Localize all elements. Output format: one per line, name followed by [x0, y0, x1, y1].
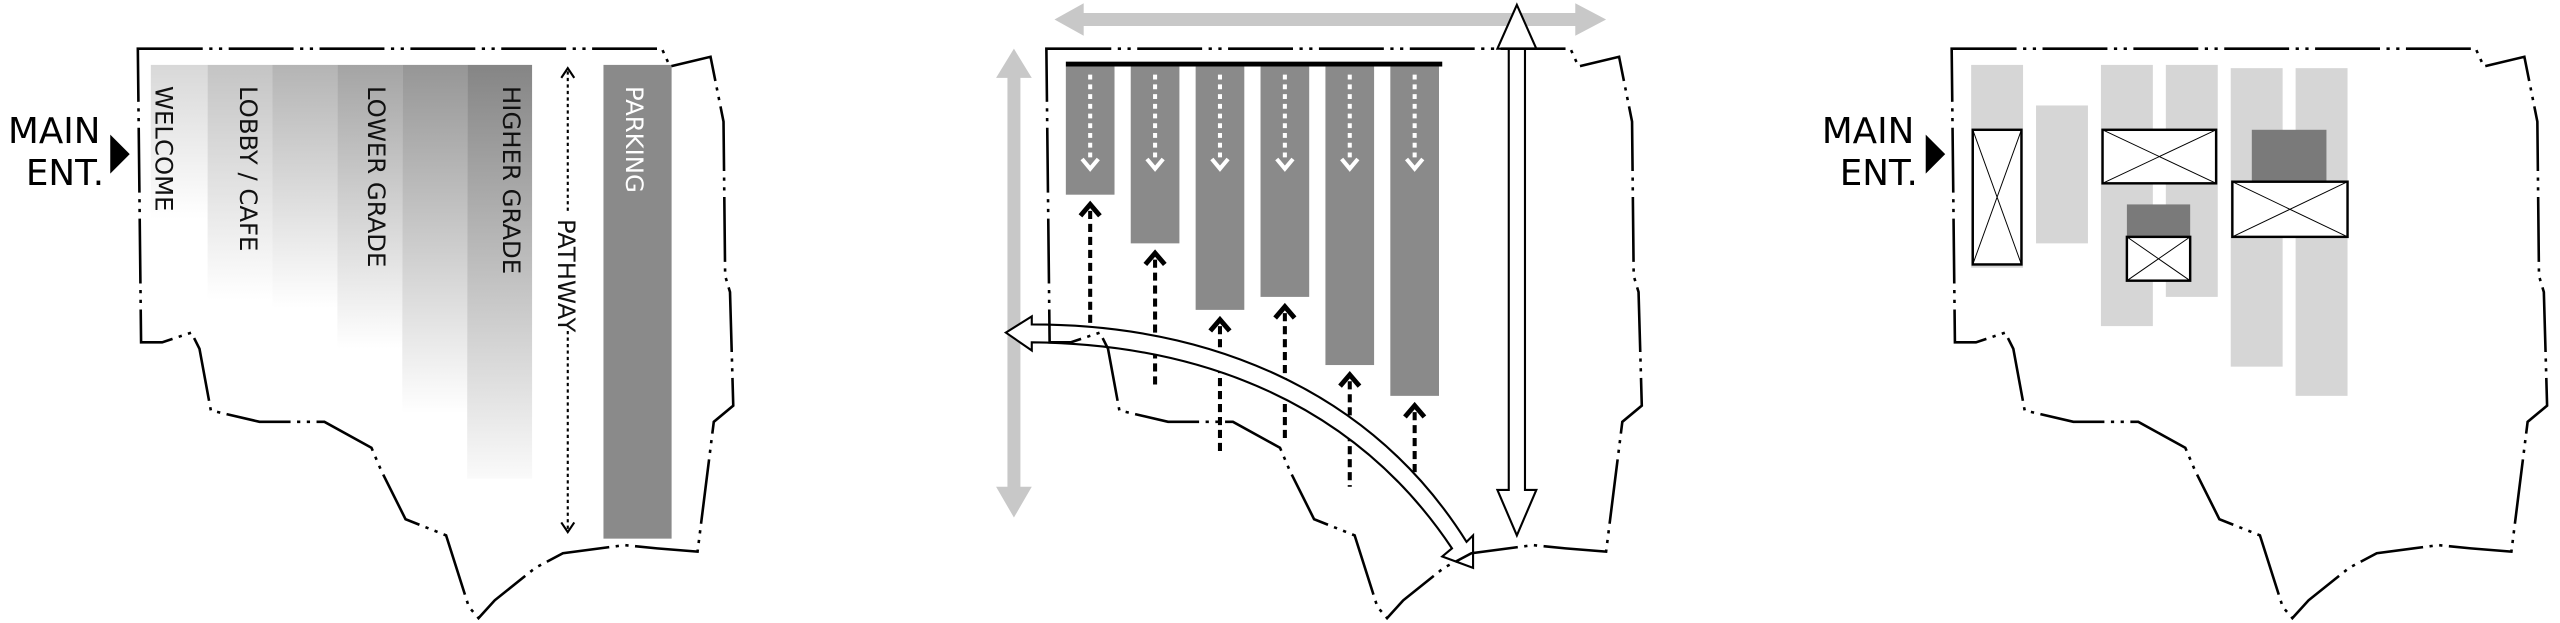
main-entrance-label: MAIN: [1822, 111, 1914, 152]
cross-mark-icon: [2102, 129, 2217, 184]
up-arrow-head-icon: [1078, 200, 1102, 218]
horizontal-extent-arrow-icon: [1054, 3, 1607, 36]
up-arrow-head-icon: [1143, 249, 1167, 267]
zone-label-lower-grade: LOWER GRADE: [362, 86, 391, 267]
zone-label-welcome: WELCOME: [150, 86, 179, 211]
dark-volume: [2126, 204, 2191, 237]
zone-label-lobby: LOBBY / CAFE: [234, 86, 263, 251]
entrance-arrow-icon: [1925, 134, 1946, 174]
zone-band: [272, 64, 338, 309]
up-arrow-head-icon: [1338, 371, 1362, 388]
program-bar: [1260, 66, 1310, 297]
spine-line: [1065, 61, 1443, 67]
down-arrow-head-icon: [1275, 157, 1295, 172]
light-volume: [2036, 105, 2088, 244]
zone-band-lobby: [207, 64, 273, 301]
site-boundary: [1950, 47, 2549, 621]
vertical-double-arrow-icon: [1495, 2, 1538, 539]
zone-band-welcome: [150, 64, 208, 220]
program-bar: [1325, 66, 1375, 366]
parking-label: PARKING: [620, 86, 649, 193]
up-arrow-head-icon: [1403, 401, 1427, 419]
entrance-arrow-icon: [110, 134, 130, 174]
pathway-label: PATHWAY: [552, 219, 581, 332]
site-boundary: [136, 47, 735, 621]
down-arrow-head-icon: [1340, 157, 1360, 172]
program-bar: [1390, 66, 1439, 396]
down-arrow-head-icon: [1145, 157, 1165, 172]
site-boundary: [1045, 47, 1644, 621]
zone-label-higher-grade: HIGHER GRADE: [497, 86, 526, 274]
down-arrow-head-icon: [1210, 157, 1230, 172]
cross-mark-icon: [2232, 181, 2348, 238]
main-entrance-label: ENT.: [26, 153, 104, 194]
parking-zone: [603, 64, 672, 539]
panel-circulation: [996, 2, 1607, 570]
panel-massing: MAIN ENT.: [1822, 64, 2349, 396]
cross-mark-icon: [1972, 129, 2022, 265]
down-arrow-head-icon: [1080, 157, 1100, 172]
pathway-arrow-icon: [554, 66, 581, 535]
vertical-extent-arrow-icon: [996, 48, 1032, 518]
main-entrance-label: MAIN: [8, 111, 100, 152]
zone-band-higher-grade: [467, 64, 533, 479]
up-arrow-head-icon: [1208, 315, 1232, 333]
main-entrance-label: ENT.: [1840, 153, 1918, 194]
cross-mark-icon: [2126, 236, 2191, 282]
panel-program-zones: WELCOME LOBBY / CAFE LOWER GRADE HIGHER …: [8, 64, 672, 539]
zone-band-lower-grade: [337, 64, 403, 349]
light-volume: [2100, 64, 2153, 327]
down-arrow-head-icon: [1404, 157, 1425, 172]
program-bar: [1195, 66, 1245, 310]
dark-volume: [2251, 129, 2327, 184]
zone-band: [402, 64, 468, 414]
up-arrow-head-icon: [1273, 302, 1297, 320]
